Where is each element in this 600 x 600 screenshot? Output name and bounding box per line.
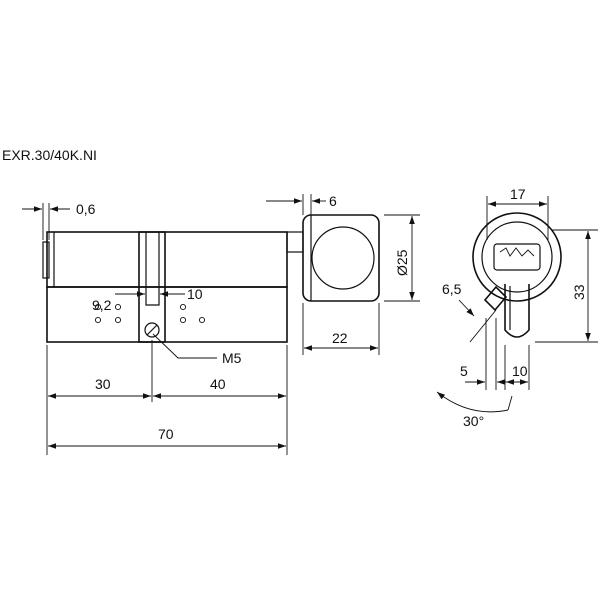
dim-lengths: 30 40 — [46, 340, 288, 455]
dim-profile-width-label: 17 — [510, 186, 526, 202]
dim-profile-width: 17 — [486, 186, 549, 240]
drawing-title: EXR.30/40K.NI — [2, 147, 97, 163]
cam-icon — [483, 285, 508, 312]
dim-right-length-label: 40 — [210, 376, 226, 392]
cylinder-body — [42, 231, 304, 343]
cylinder-lower-body — [46, 286, 288, 343]
dim-screw-label: M5 — [222, 350, 242, 366]
dim-cam-width-label: 10 — [512, 363, 528, 379]
dim-total-length: 70 — [48, 426, 286, 449]
dim-cam-offset-label: 5 — [460, 363, 468, 379]
cylinder-front-face — [42, 241, 50, 279]
dim-cam-radius: 6,5 — [442, 281, 475, 317]
dim-cam: 9,2 10 — [92, 286, 203, 313]
dim-knob-length: 22 — [302, 303, 380, 355]
dim-knob-length-label: 22 — [332, 330, 348, 346]
dim-cam-radius-label: 6,5 — [442, 281, 462, 297]
profile-foot — [504, 284, 530, 338]
cylinder-profile-view — [472, 212, 562, 338]
dim-total-length-label: 70 — [158, 426, 174, 442]
dim-knob-width-label: 6 — [329, 193, 337, 209]
thumb-turn-knob — [302, 214, 380, 302]
dim-knob-width: 6 — [266, 193, 337, 215]
dim-angle: 30° — [436, 309, 513, 429]
dim-cam-a-label: 9,2 — [92, 297, 112, 313]
fixing-screw-icon — [144, 322, 160, 338]
dim-offset-label: 0,6 — [76, 201, 96, 217]
dim-profile-height: 33 — [535, 229, 598, 343]
dim-knob-diameter-label: Ø25 — [394, 249, 410, 276]
dim-offset: 0,6 — [22, 201, 96, 240]
dim-knob-diameter: Ø25 — [384, 214, 420, 302]
dim-angle-label: 30° — [463, 413, 484, 429]
dim-cam-bottom: 5 10 — [460, 318, 530, 390]
cylinder-upper-body — [46, 231, 288, 288]
dim-screw: M5 — [152, 333, 242, 366]
profile-outer-circle — [472, 212, 562, 302]
knob-body — [302, 214, 380, 302]
keyway — [493, 243, 541, 271]
dim-profile-height-label: 33 — [571, 284, 587, 300]
profile-inner-circle — [481, 221, 553, 293]
dim-cam-b-label: 10 — [187, 286, 203, 302]
knob-spindle — [286, 231, 304, 253]
knob-grip-circle — [311, 226, 375, 290]
dim-left-length-label: 30 — [95, 376, 111, 392]
